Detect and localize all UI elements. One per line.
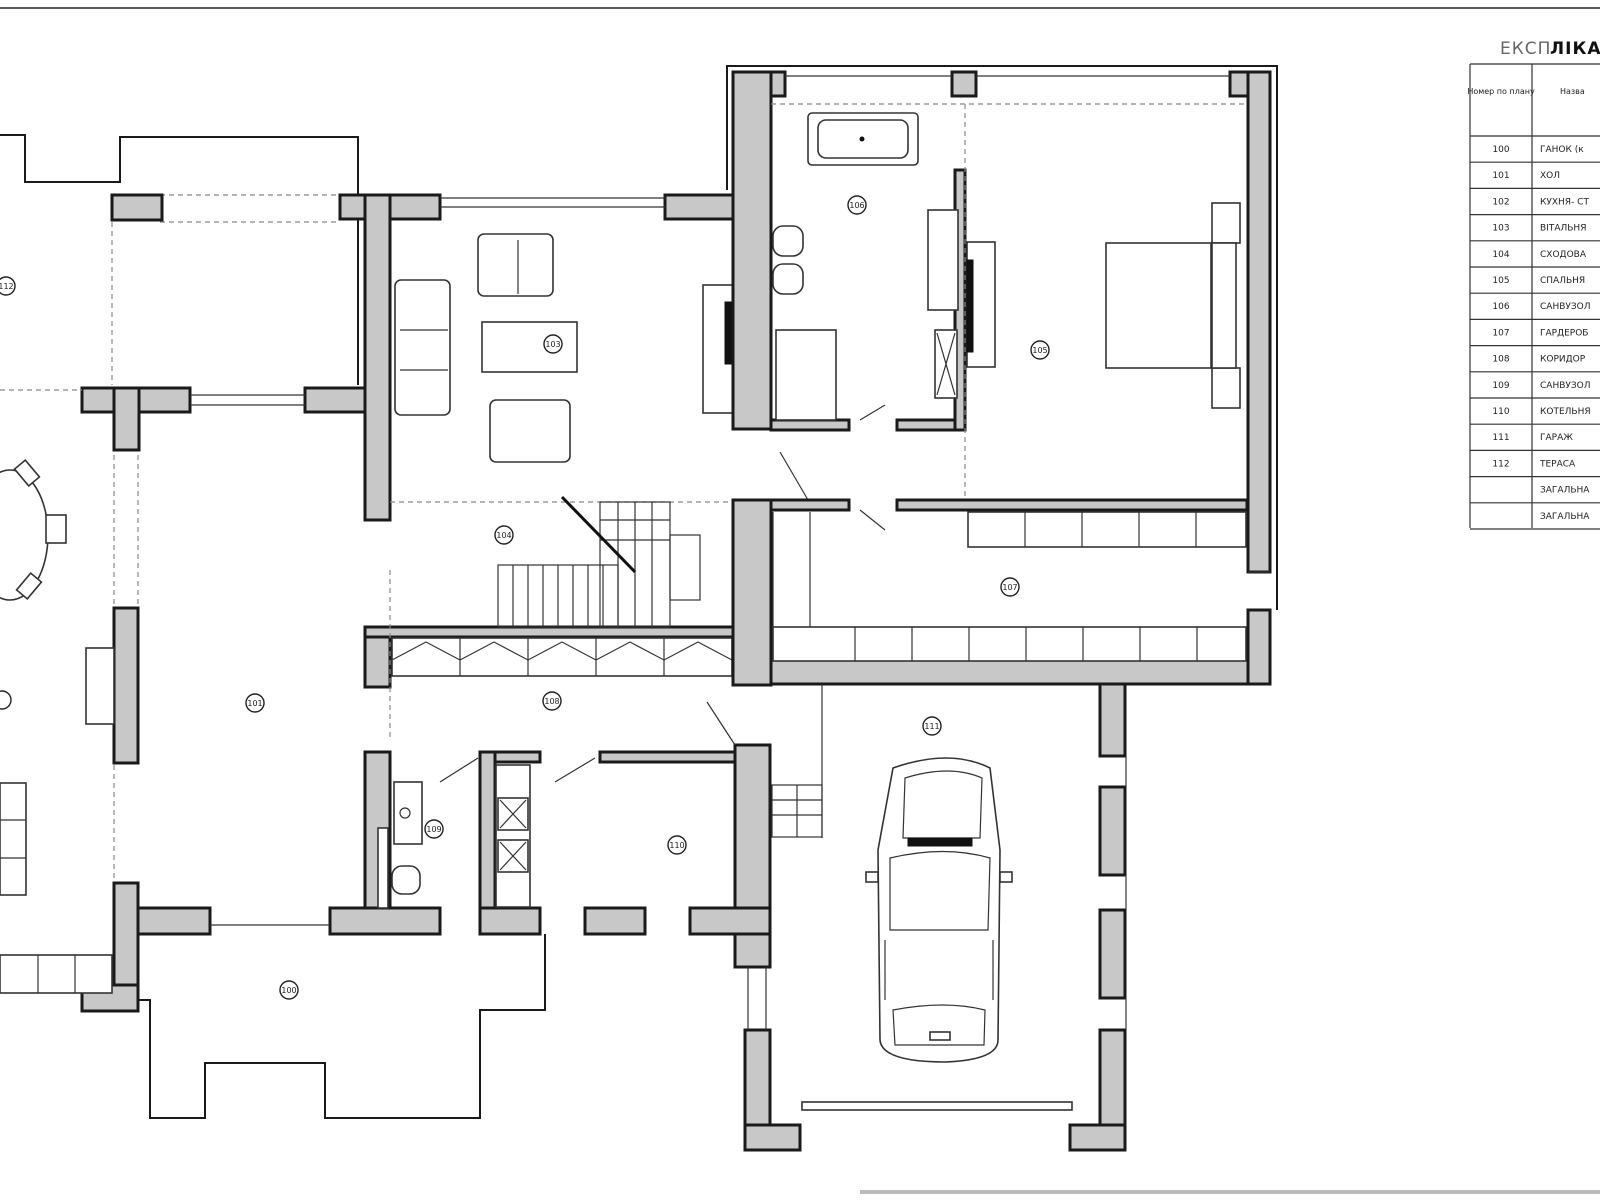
explication-title-bold: ЛІКАЦ bbox=[1550, 39, 1600, 59]
room-tag-108: 108 bbox=[542, 691, 562, 711]
table-cell-name: САНВУЗОЛ bbox=[1540, 381, 1591, 391]
room-tag-103: 103 bbox=[543, 334, 563, 354]
table-cell-name: ТЕРАСА bbox=[1539, 459, 1576, 469]
svg-text:100: 100 bbox=[281, 986, 296, 995]
explication-title-light: ЕКСП bbox=[1500, 39, 1551, 59]
table-cell-number: 101 bbox=[1492, 171, 1509, 181]
table-cell-name: ХОЛ bbox=[1540, 171, 1560, 181]
room-tag-102-circle bbox=[0, 690, 12, 710]
bedroom-105-furniture bbox=[966, 202, 1241, 409]
table-cell-name: ЗАГАЛЬНА bbox=[1540, 486, 1590, 496]
dining-table bbox=[0, 458, 115, 994]
table-cell-name: КУХНЯ- СТ bbox=[1540, 197, 1589, 207]
room-tag-106: 106 bbox=[847, 195, 867, 215]
header-number: Номер по плану bbox=[1467, 87, 1535, 96]
svg-text:108: 108 bbox=[544, 697, 559, 706]
bathroom-109-fixtures bbox=[377, 764, 531, 909]
header-name: Назва bbox=[1560, 87, 1585, 96]
table-cell-number: 110 bbox=[1492, 407, 1509, 417]
table-cell-number: 108 bbox=[1492, 355, 1509, 365]
svg-text:103: 103 bbox=[545, 340, 560, 349]
table-cell-name: ГАРАЖ bbox=[1540, 433, 1573, 443]
svg-text:111: 111 bbox=[924, 722, 939, 731]
walls-central bbox=[210, 193, 772, 969]
table-cell-number: 105 bbox=[1492, 276, 1509, 286]
table-cell-number: 112 bbox=[1492, 459, 1509, 469]
living-room-furniture bbox=[394, 233, 734, 463]
walls-right-block bbox=[726, 65, 1278, 687]
room-tag-109: 109 bbox=[424, 819, 444, 839]
svg-text:106: 106 bbox=[849, 201, 864, 210]
table-cell-name: КОРИДОР bbox=[1540, 355, 1586, 365]
table-cell-number: 106 bbox=[1492, 302, 1509, 312]
room-tag-104: 104 bbox=[494, 525, 514, 545]
room-tag-110: 110 bbox=[667, 835, 687, 855]
table-cell-number: 104 bbox=[1492, 250, 1509, 260]
room-tag-100: 100 bbox=[279, 980, 299, 1000]
table-cell-number: 107 bbox=[1492, 328, 1509, 338]
room-tag-111: 111 bbox=[922, 716, 942, 736]
room-tag-101: 101 bbox=[245, 693, 265, 713]
terrace-112 bbox=[0, 134, 359, 385]
table-cell-name: ЗАГАЛЬНА bbox=[1540, 512, 1590, 522]
stairs-104 bbox=[497, 495, 701, 628]
svg-text:107: 107 bbox=[1002, 583, 1017, 592]
svg-text:112: 112 bbox=[0, 282, 14, 291]
table-cell-name: ГАНОК (к bbox=[1540, 145, 1584, 155]
svg-text:104: 104 bbox=[496, 531, 511, 540]
car bbox=[865, 757, 1013, 1063]
table-cell-name: САНВУЗОЛ bbox=[1540, 302, 1591, 312]
door-swings bbox=[439, 404, 886, 783]
svg-text:101: 101 bbox=[247, 699, 262, 708]
explication-rows: 100 ГАНОК (к 101 ХОЛ 102 КУХНЯ- СТ 103 ВІТАЛЬНЯ… bbox=[1470, 145, 1600, 530]
room-tag-107: 107 bbox=[1000, 577, 1020, 597]
svg-text:110: 110 bbox=[669, 841, 684, 850]
table-cell-number: 111 bbox=[1492, 433, 1509, 443]
table-cell-number: 100 bbox=[1492, 145, 1509, 155]
corridor-wardrobes bbox=[391, 637, 733, 677]
table-cell-name: ГАРДЕРОБ bbox=[1540, 328, 1588, 338]
table-cell-number: 102 bbox=[1492, 197, 1509, 207]
porch-100 bbox=[137, 934, 546, 1119]
room-tag-105: 105 bbox=[1030, 340, 1050, 360]
wardrobe-107 bbox=[772, 511, 1247, 662]
garage-111 bbox=[743, 682, 1127, 1152]
svg-text:109: 109 bbox=[426, 825, 441, 834]
svg-text:105: 105 bbox=[1032, 346, 1047, 355]
room-tag-112: 112 bbox=[0, 276, 16, 296]
table-cell-name: КОТЕЛЬНЯ bbox=[1540, 407, 1591, 417]
table-cell-number: 109 bbox=[1492, 381, 1509, 391]
table-cell-name: СПАЛЬНЯ bbox=[1540, 276, 1585, 286]
table-cell-number: 103 bbox=[1492, 224, 1509, 234]
table-cell-name: ВІТАЛЬНЯ bbox=[1540, 224, 1586, 234]
walls-left-wing bbox=[0, 193, 387, 1013]
table-cell-name: СХОДОВА bbox=[1540, 250, 1587, 260]
explication-table: ЕКСП ЛІКАЦ Номер по плану Назва 100 ГАНОК… bbox=[1467, 39, 1600, 530]
bathroom-106-fixtures bbox=[772, 112, 959, 421]
